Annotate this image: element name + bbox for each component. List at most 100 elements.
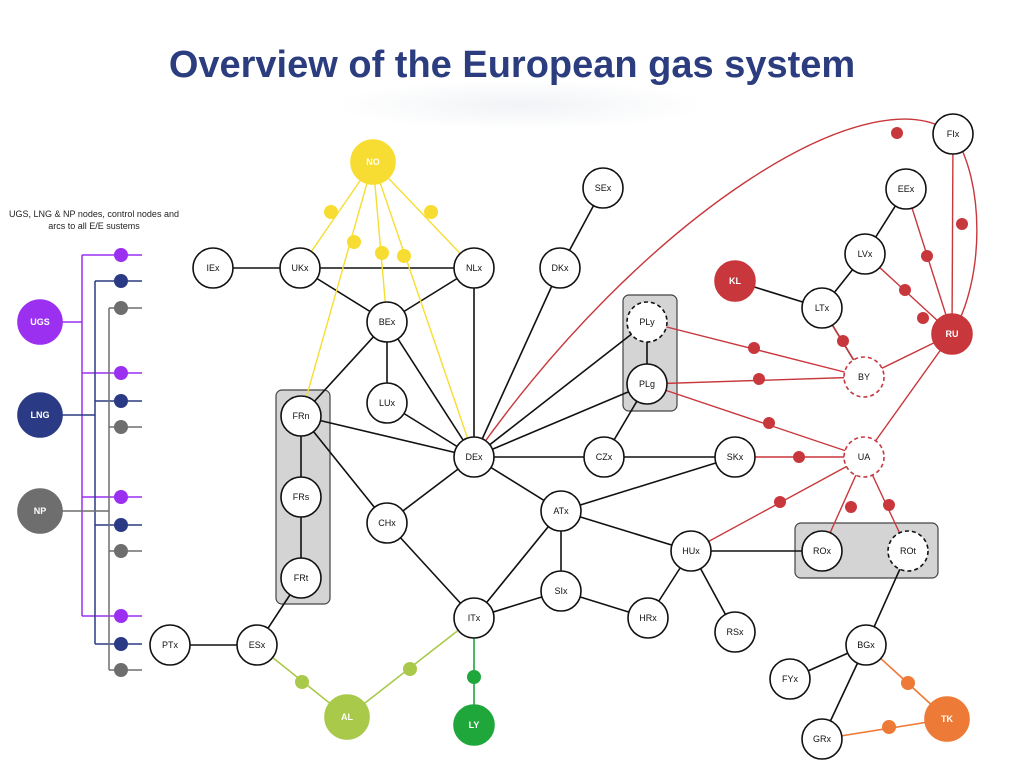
node-label-ply: PLy [639,317,655,327]
node-frs [280,476,322,518]
node-label-kl: KL [729,276,741,286]
pipeline-link [386,321,475,458]
node-ua [843,436,885,478]
node-six [540,570,582,612]
node-label-hrx: HRx [639,613,657,623]
node-label-ru: RU [946,329,959,339]
norway-link [372,161,475,269]
node-ply [626,301,668,343]
node-plg [626,363,668,405]
page-title: Overview of the European gas system [168,44,856,86]
node-label-frn: FRn [292,411,309,421]
node-label-ly: LY [469,720,480,730]
node-label-lvx: LVx [858,249,873,259]
control-node-dot [114,274,128,288]
control-node-dot [114,663,128,677]
node-np [17,488,63,534]
title-decoration [330,80,710,130]
pipeline-link [386,522,475,619]
node-label-ltx: LTx [815,303,830,313]
pipeline-link [560,456,736,512]
control-node-dot [114,248,128,262]
control-node-dot [114,609,128,623]
node-nlx [453,247,495,289]
pipeline-link [300,415,388,524]
node-fyx [769,658,811,700]
control-node-dot [424,205,438,219]
control-node-dot [324,205,338,219]
node-label-skx: SKx [727,452,744,462]
control-node-dot [882,720,896,734]
node-label-bgx: BGx [857,640,875,650]
control-node-dot [114,420,128,434]
control-node-dot [397,249,411,263]
node-sex [582,167,624,209]
control-node-dot [917,312,929,324]
node-skx [714,436,756,478]
node-chx [366,502,408,544]
node-label-nlx: NLx [466,263,483,273]
node-al [324,694,370,740]
node-atx [540,490,582,532]
node-label-esx: ESx [249,640,266,650]
node-label-sex: SEx [595,183,612,193]
node-itx [453,597,495,639]
control-node-dot [956,218,968,230]
control-node-dot [921,250,933,262]
node-rox [801,530,843,572]
supply-link-east [473,118,954,458]
control-node-dot [793,451,805,463]
pipeline-link [473,510,562,619]
control-node-dot [295,675,309,689]
control-node-dot [403,662,417,676]
node-label-np: NP [34,506,47,516]
node-label-itx: ITx [468,613,481,623]
control-node-dot [114,490,128,504]
pipeline-link [300,321,388,417]
node-esx [236,624,278,666]
node-dex [453,436,495,478]
pipeline-link [300,415,475,458]
node-frt [280,557,322,599]
node-label-tk: TK [941,714,953,724]
node-label-lux: LUx [379,398,396,408]
norway-link [372,161,388,323]
norway-link [300,161,374,417]
node-dkx [539,247,581,289]
node-fix [932,113,974,155]
node-bex [366,301,408,343]
node-label-plg: PLg [639,379,655,389]
control-node-dot [901,676,915,690]
node-label-ua: UA [858,452,871,462]
node-grx [801,718,843,760]
node-lng [17,392,63,438]
node-label-al: AL [341,712,353,722]
control-node-dot [753,373,765,385]
node-ugs [17,299,63,345]
control-node-dot [347,235,361,249]
node-label-ugs: UGS [30,317,50,327]
control-node-dot [114,637,128,651]
node-label-bex: BEx [379,317,396,327]
supply-link-east [863,333,953,458]
node-label-by: BY [858,372,870,382]
node-ukx [279,247,321,289]
control-node-dot [114,301,128,315]
node-rsx [714,611,756,653]
supply-link-east [646,383,865,458]
node-label-ptx: PTx [162,640,179,650]
node-label-rox: ROx [813,546,832,556]
control-node-dot [114,518,128,532]
node-label-no: NO [366,157,380,167]
node-iex [192,247,234,289]
node-label-lng: LNG [31,410,50,420]
control-node-dot [763,417,775,429]
node-label-eex: EEx [898,184,915,194]
control-node-dot [748,342,760,354]
pipeline-link [560,510,692,552]
legend-note: UGS, LNG & NP nodes, control nodes and a… [9,209,179,231]
node-label-dkx: DKx [551,263,569,273]
control-node-dot [899,284,911,296]
control-node-dot [891,127,903,139]
